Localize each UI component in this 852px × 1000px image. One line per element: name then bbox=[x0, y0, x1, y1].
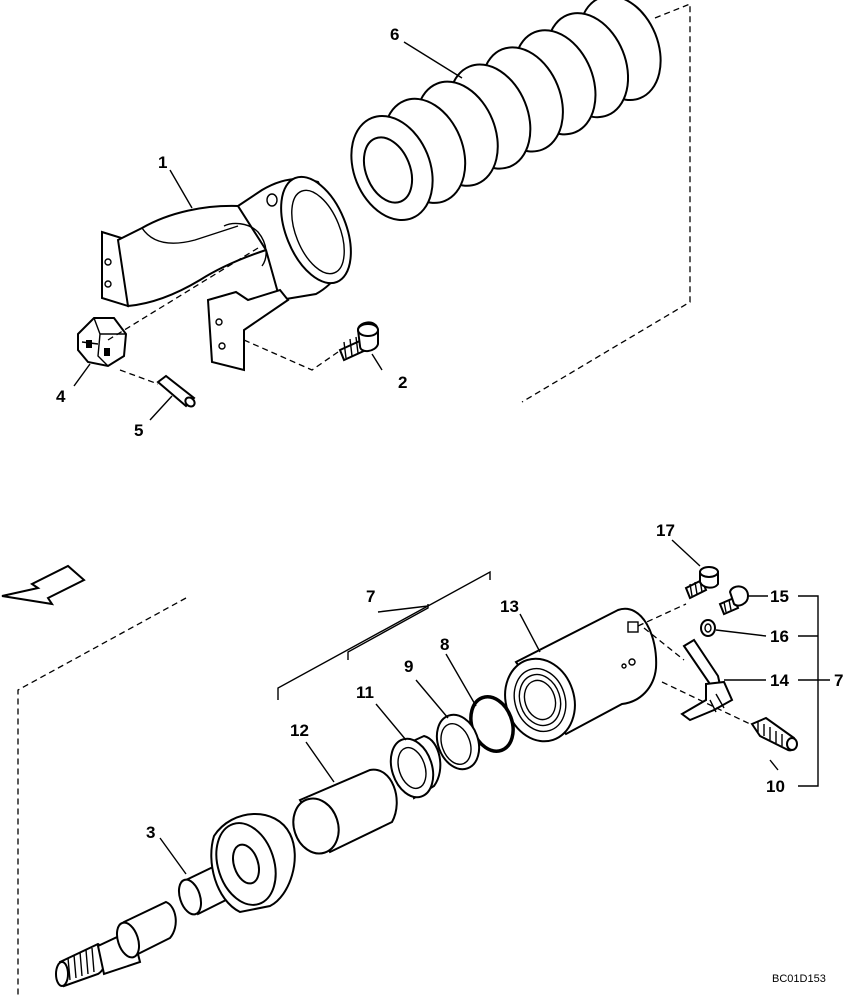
callout-4: 4 bbox=[56, 387, 66, 406]
callout-5: 5 bbox=[134, 421, 143, 440]
spring-coil-inner bbox=[362, 136, 414, 204]
seal-part bbox=[389, 734, 442, 800]
callout-17: 17 bbox=[656, 521, 675, 540]
bracket-part bbox=[680, 638, 734, 722]
callout-7-left: 7 bbox=[366, 587, 375, 606]
callout-14: 14 bbox=[770, 671, 789, 690]
callout-2: 2 bbox=[398, 373, 407, 392]
callout-16: 16 bbox=[770, 627, 789, 646]
piston-part bbox=[292, 768, 398, 855]
castle-nut-part bbox=[77, 317, 128, 368]
rod-part bbox=[55, 813, 296, 988]
backup-ring-part bbox=[435, 713, 481, 771]
front-direction-arrow-icon bbox=[1, 564, 86, 606]
assembly-boundary-upper bbox=[521, 3, 691, 403]
grease-fitting-part bbox=[750, 716, 798, 752]
cylinder-part bbox=[504, 607, 658, 743]
drawing-reference: BC01D153 bbox=[772, 973, 826, 985]
yoke-part bbox=[101, 175, 352, 372]
callout-3: 3 bbox=[146, 823, 155, 842]
callout-13: 13 bbox=[500, 597, 519, 616]
assembly-boundary-lower bbox=[17, 597, 187, 998]
spring-part bbox=[350, 0, 662, 222]
callout-7-right: 7 bbox=[834, 671, 843, 690]
callout-6: 6 bbox=[390, 25, 399, 44]
callout-9: 9 bbox=[404, 657, 413, 676]
assembly-axis-lines-lower bbox=[637, 603, 751, 725]
callout-11: 11 bbox=[356, 683, 374, 702]
callout-8: 8 bbox=[440, 635, 449, 654]
assembly-axis-lines-upper bbox=[107, 247, 339, 385]
leader-lines bbox=[73, 41, 830, 875]
callout-15: 15 bbox=[770, 587, 789, 606]
small-bolt-part bbox=[684, 566, 719, 600]
bolt-part bbox=[338, 321, 379, 362]
callout-12: 12 bbox=[290, 721, 309, 740]
plug-part bbox=[718, 585, 750, 616]
callout-1: 1 bbox=[158, 153, 167, 172]
cotter-pin-part bbox=[156, 374, 196, 408]
callout-10: 10 bbox=[766, 777, 785, 796]
washer-part bbox=[700, 619, 716, 637]
